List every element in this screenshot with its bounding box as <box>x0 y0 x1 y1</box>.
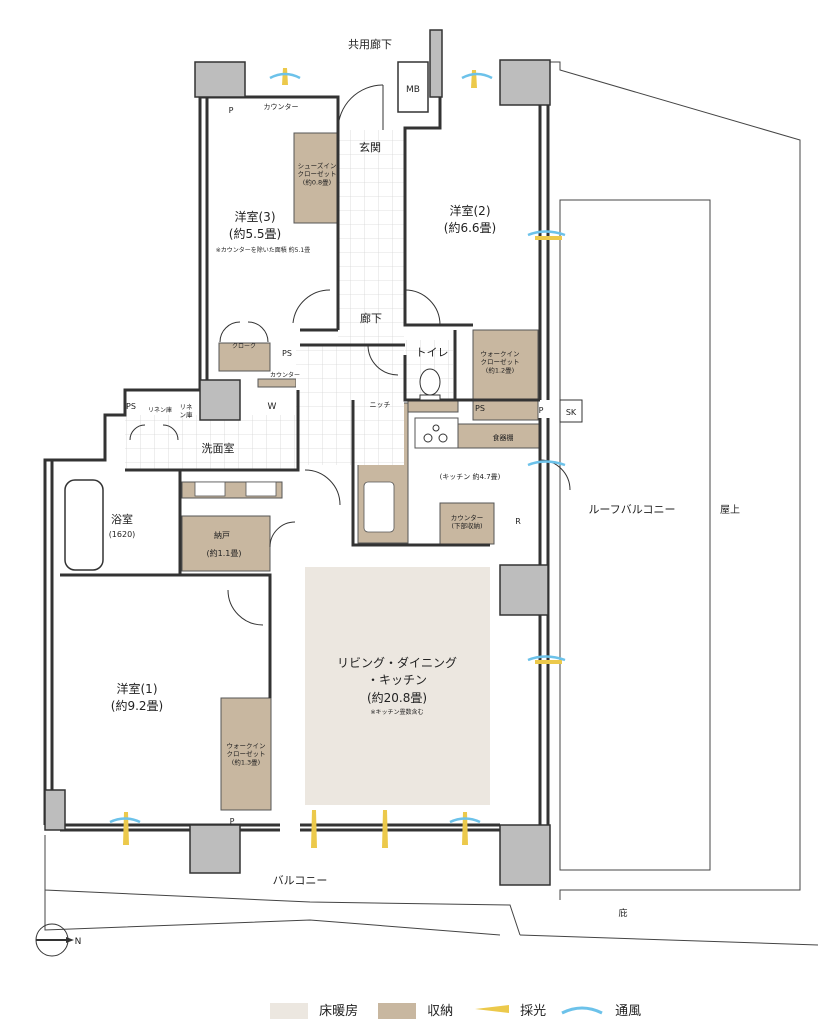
w-label: W <box>268 402 277 412</box>
entrance-label: 玄関 <box>359 140 381 154</box>
storage-swatch <box>378 1002 416 1019</box>
floor-heating-area <box>305 567 490 805</box>
legend-label: 採光 <box>520 1004 547 1019</box>
ps-label-1: PS <box>282 349 292 358</box>
p-label-right: P <box>539 406 544 415</box>
wind-icon <box>561 1006 603 1014</box>
ldk-size: (約20.8畳) <box>367 690 427 705</box>
legend-item-wind: 通風 <box>560 1000 641 1019</box>
room2-label: 洋室(2) <box>450 203 491 218</box>
hallway-label: 廊下 <box>360 311 382 325</box>
bath-label: 浴室 <box>111 512 133 526</box>
mb-label: MB <box>406 85 420 95</box>
wic1-label: ウォークインクローゼット(約1.3畳) <box>227 742 266 766</box>
burner-icons <box>423 424 448 443</box>
shoe-closet-label: シューズインクローゼット(約0.8畳) <box>298 161 337 186</box>
room1-size: (約9.2畳) <box>111 698 163 713</box>
toilet-label: トイレ <box>416 346 449 359</box>
ldk-note: ※キッチン畳数含む <box>370 708 423 716</box>
p-label-bottom: P <box>230 817 235 826</box>
sk-label: SK <box>566 408 577 417</box>
balcony-outline <box>44 835 818 946</box>
ldk-label-1: リビング・ダイニング <box>337 655 457 670</box>
storage-areas <box>181 132 541 811</box>
ps-label-2: PS <box>126 402 136 411</box>
walls <box>43 60 550 832</box>
tiled-floors <box>125 130 453 470</box>
mb-box <box>397 61 429 113</box>
washroom-label: 洗面室 <box>202 441 235 455</box>
niche-label: ニッチ <box>370 401 391 409</box>
room3-note: ※カウンターを除いた面積 約5.1畳 <box>216 246 310 254</box>
room3-size: (約5.5畳) <box>229 226 281 241</box>
toilet-icon <box>419 368 441 396</box>
room2-size: (約6.6畳) <box>444 220 496 235</box>
wind-indicators <box>109 72 566 824</box>
light-icon <box>475 1004 509 1013</box>
counter-storage-label: カウンター(下部収納) <box>451 513 484 530</box>
ps-label-3: PS <box>475 404 485 413</box>
storage-label: 納戸 <box>214 530 230 540</box>
cloak-label: クローク <box>232 343 256 350</box>
stove <box>414 417 459 449</box>
linen2-label: リネン庫 <box>180 403 194 419</box>
legend-label: 収納 <box>427 1004 454 1019</box>
floor-heating-swatch <box>270 1002 308 1019</box>
legend-item-storage: 収納 <box>378 1000 453 1019</box>
north-label: N <box>75 937 82 947</box>
kitchen-label: (キッチン 約4.7畳) <box>440 472 501 481</box>
linen1-label: リネン庫 <box>148 406 172 414</box>
sk-box <box>559 399 583 423</box>
legend-item-light: 採光 <box>475 1000 546 1019</box>
north-arrow <box>35 923 74 957</box>
legend-item-floor-heating: 床暖房 <box>270 1000 358 1019</box>
r-label: R <box>515 517 521 526</box>
roof-balcony-outline <box>540 61 801 900</box>
wic2-label: ウォークインクローゼット(約1.2畳) <box>481 350 520 374</box>
pantry-label: 食器棚 <box>493 433 514 442</box>
legend: 床暖房 収納 採光 通風 <box>270 998 810 1020</box>
roof-balcony-label: ルーフバルコニー <box>588 503 675 516</box>
bathtub-icon <box>64 479 104 571</box>
light-indicators <box>123 68 562 848</box>
room3-label: 洋室(3) <box>235 209 276 224</box>
room1-label: 洋室(1) <box>117 681 158 696</box>
eaves-label: 庇 <box>618 907 627 919</box>
storage-size: (約1.1畳) <box>207 548 242 558</box>
corridor-label: 共用廊下 <box>348 37 392 51</box>
bath-size: (1620) <box>109 530 136 539</box>
balcony-label: バルコニー <box>273 874 328 887</box>
legend-label: 通風 <box>615 1004 642 1019</box>
p-label-top: P <box>229 106 234 115</box>
counter-small-label: カウンター <box>270 371 300 379</box>
ldk-label-2: ・キッチン <box>367 673 427 687</box>
counter-top-label: カウンター <box>264 102 299 111</box>
legend-label: 床暖房 <box>319 1004 359 1019</box>
columns <box>44 29 551 886</box>
rooftop-label: 屋上 <box>720 504 740 516</box>
